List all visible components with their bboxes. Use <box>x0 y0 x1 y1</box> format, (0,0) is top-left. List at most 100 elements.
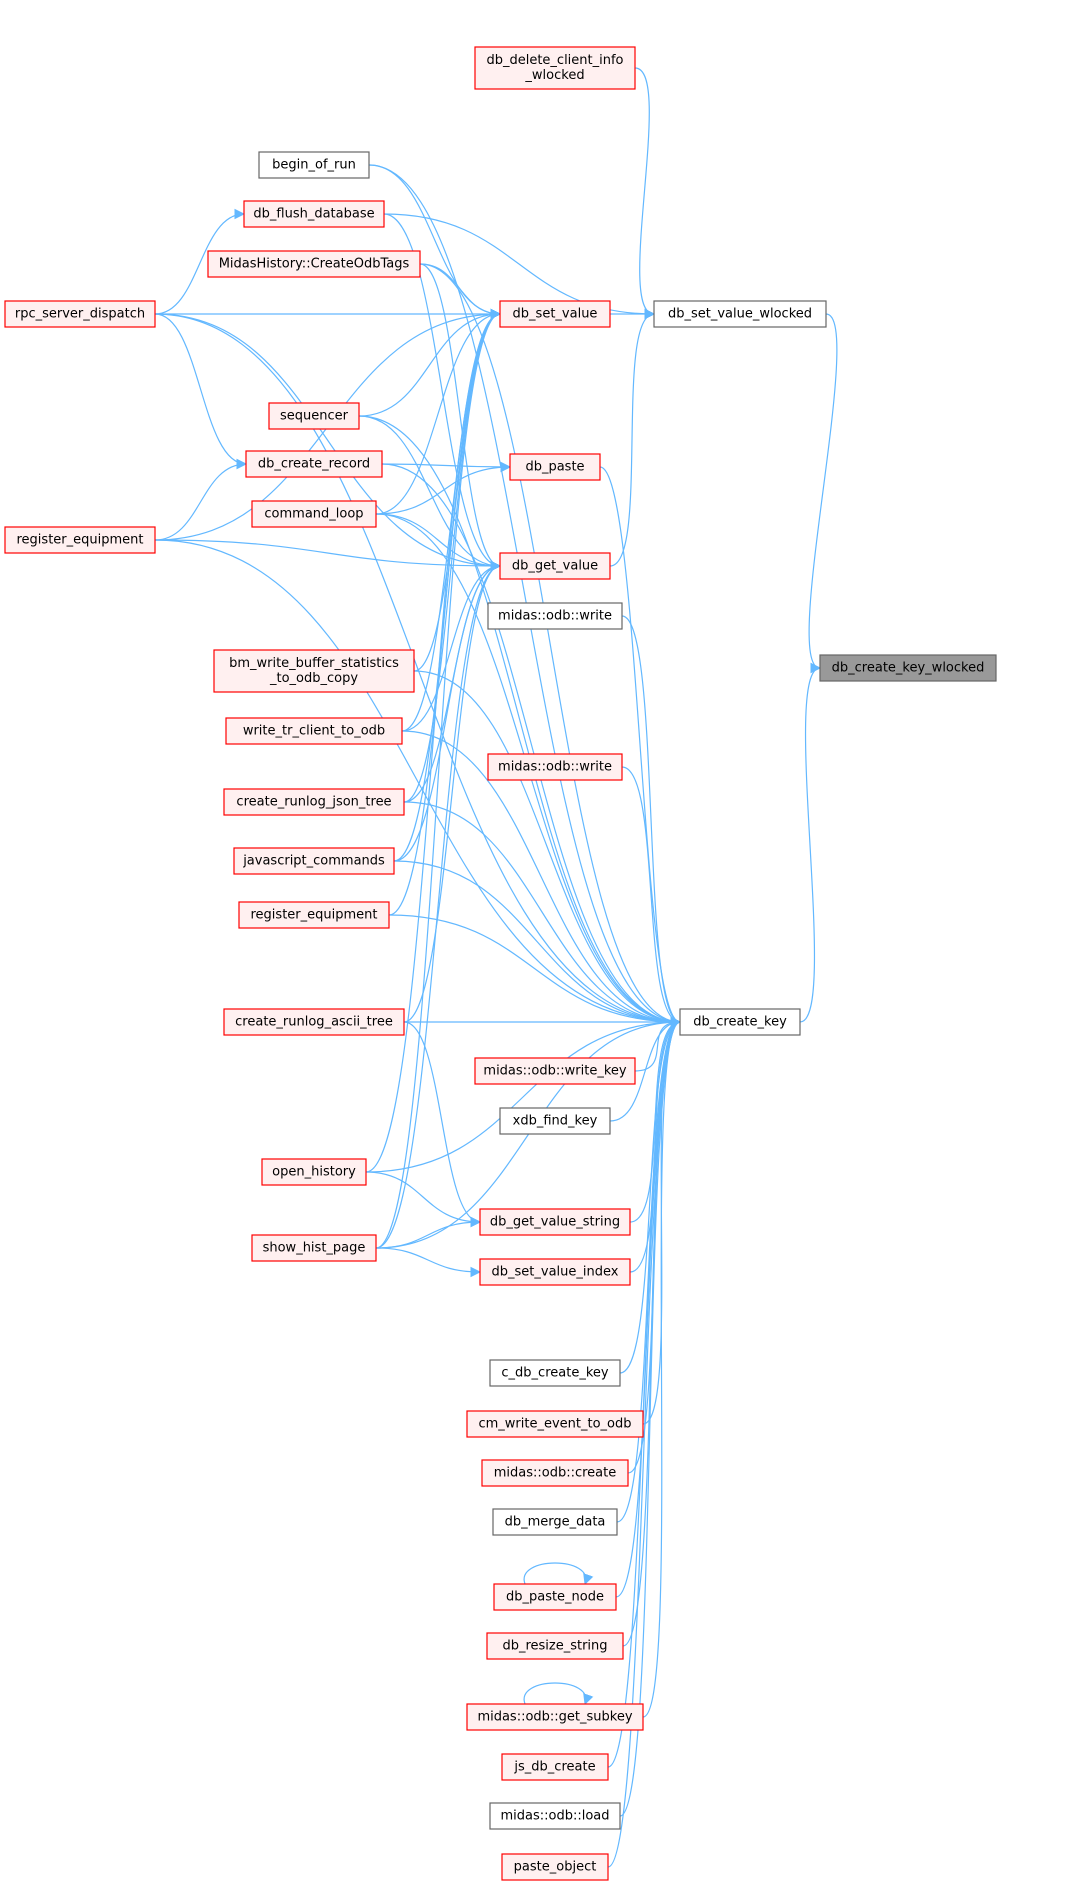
node-box[interactable] <box>679 1008 801 1036</box>
edge-xdb_find_key-to-db_create_key <box>609 1016 682 1122</box>
node-write_tr_client_to_odb[interactable]: write_tr_client_to_odb <box>225 717 403 745</box>
node-midas_odb_create[interactable]: midas::odb::create <box>481 1459 629 1487</box>
node-box[interactable] <box>466 1410 644 1438</box>
node-box[interactable] <box>474 46 636 90</box>
node-db_create_key[interactable]: db_create_key <box>679 1008 801 1036</box>
edge-show_hist_page-to-db_get_value <box>375 560 502 1249</box>
node-box[interactable] <box>493 1583 617 1611</box>
node-db_create_key_wlocked[interactable]: db_create_key_wlocked <box>819 654 997 682</box>
node-db_paste_node[interactable]: db_paste_node <box>493 1583 617 1611</box>
node-label: paste_object <box>514 1860 597 1875</box>
node-box[interactable] <box>4 300 156 328</box>
node-bm_write_buffer_statistics[interactable]: bm_write_buffer_statistics_to_odb_copy <box>213 649 415 693</box>
node-box[interactable] <box>819 654 997 682</box>
edge-rpc_server_dispatch-to-db_create_record <box>154 313 248 470</box>
edge-register_equipment_2-to-db_create_key <box>388 914 682 1028</box>
node-box[interactable] <box>251 1234 377 1262</box>
node-box[interactable] <box>4 526 156 554</box>
node-db_flush_database[interactable]: db_flush_database <box>243 200 385 228</box>
node-box[interactable] <box>261 1158 367 1186</box>
node-javascript_commands[interactable]: javascript_commands <box>233 847 395 875</box>
node-box[interactable] <box>489 1802 621 1830</box>
node-box[interactable] <box>499 1107 611 1135</box>
node-db_merge_data[interactable]: db_merge_data <box>492 1508 618 1536</box>
node-box[interactable] <box>268 402 360 430</box>
node-box[interactable] <box>501 1853 609 1881</box>
node-midas_odb_get_subkey[interactable]: midas::odb::get_subkey <box>466 1703 644 1731</box>
node-label: midas::odb::write <box>498 609 612 624</box>
edge-sequencer-to-db_create_key <box>358 415 682 1028</box>
node-label: midas::odb::create <box>494 1466 617 1481</box>
node-xdb_find_key[interactable]: xdb_find_key <box>499 1107 611 1135</box>
node-box[interactable] <box>481 1459 629 1487</box>
node-midas_odb_load[interactable]: midas::odb::load <box>489 1802 621 1830</box>
node-box[interactable] <box>225 717 403 745</box>
node-midas_odb_write_1[interactable]: midas::odb::write <box>487 602 623 630</box>
node-midas_odb_write_key[interactable]: midas::odb::write_key <box>474 1057 636 1085</box>
node-paste_object[interactable]: paste_object <box>501 1853 609 1881</box>
node-box[interactable] <box>501 1753 609 1781</box>
node-MidasHistory_CreateOdbTags[interactable]: MidasHistory::CreateOdbTags <box>207 250 421 278</box>
node-label: db_merge_data <box>505 1515 606 1530</box>
node-box[interactable] <box>251 500 377 528</box>
edge-MidasHistory_CreateOdbTags-to-db_set_value <box>419 263 502 320</box>
node-db_set_value[interactable]: db_set_value <box>499 300 611 328</box>
node-db_get_value[interactable]: db_get_value <box>499 552 611 580</box>
node-box[interactable] <box>474 1057 636 1085</box>
node-c_db_create_key[interactable]: c_db_create_key <box>489 1359 621 1387</box>
edge-rpc_server_dispatch-to-db_flush_database <box>154 208 246 315</box>
edge-open_history-to-db_get_value_string <box>365 1171 482 1228</box>
node-box[interactable] <box>489 1359 621 1387</box>
node-js_db_create[interactable]: js_db_create <box>501 1753 609 1781</box>
node-db_set_value_index[interactable]: db_set_value_index <box>479 1258 631 1286</box>
node-command_loop[interactable]: command_loop <box>251 500 377 528</box>
node-db_set_value_wlocked[interactable]: db_set_value_wlocked <box>653 300 827 328</box>
node-create_runlog_json_tree[interactable]: create_runlog_json_tree <box>223 788 405 816</box>
node-label: MidasHistory::CreateOdbTags <box>219 257 410 272</box>
node-box[interactable] <box>479 1208 631 1236</box>
node-midas_odb_write_2[interactable]: midas::odb::write <box>487 753 623 781</box>
node-box[interactable] <box>207 250 421 278</box>
node-box[interactable] <box>499 552 611 580</box>
node-db_delete_client_info_wlocked[interactable]: db_delete_client_info_wlocked <box>474 46 636 90</box>
edge-db_delete_client_info_wlocked-to-db_set_value_wlocked <box>634 67 656 320</box>
node-sequencer[interactable]: sequencer <box>268 402 360 430</box>
edge-create_runlog_ascii_tree-to-db_get_value <box>403 560 502 1023</box>
node-register_equipment_2[interactable]: register_equipment <box>238 901 390 929</box>
node-cm_write_event_to_odb[interactable]: cm_write_event_to_odb <box>466 1410 644 1438</box>
node-show_hist_page[interactable]: show_hist_page <box>251 1234 377 1262</box>
node-box[interactable] <box>486 1632 624 1660</box>
node-box[interactable] <box>487 753 623 781</box>
node-box[interactable] <box>499 300 611 328</box>
node-box[interactable] <box>509 453 601 481</box>
node-box[interactable] <box>238 901 390 929</box>
node-db_paste[interactable]: db_paste <box>509 453 601 481</box>
node-box[interactable] <box>653 300 827 328</box>
node-label: create_runlog_json_tree <box>236 795 391 810</box>
node-begin_of_run[interactable]: begin_of_run <box>258 151 370 179</box>
edge-MidasHistory_CreateOdbTags-to-db_create_key <box>419 263 682 1028</box>
node-register_equipment_1[interactable]: register_equipment <box>4 526 156 554</box>
node-box[interactable] <box>258 151 370 179</box>
edge-midas_odb_write_2-to-db_create_key <box>621 766 682 1028</box>
node-db_get_value_string[interactable]: db_get_value_string <box>479 1208 631 1236</box>
nodes-layer: db_create_key_wlocked db_set_value_wlocke… <box>4 46 997 1881</box>
node-db_create_record[interactable]: db_create_record <box>245 450 383 478</box>
node-box[interactable] <box>479 1258 631 1286</box>
node-box[interactable] <box>243 200 385 228</box>
node-box[interactable] <box>213 649 415 693</box>
node-box[interactable] <box>223 788 405 816</box>
node-db_resize_string[interactable]: db_resize_string <box>486 1632 624 1660</box>
node-open_history[interactable]: open_history <box>261 1158 367 1186</box>
node-label: midas::odb::get_subkey <box>477 1710 632 1725</box>
edge-open_history-to-db_create_key <box>365 1016 682 1173</box>
node-box[interactable] <box>466 1703 644 1731</box>
node-box[interactable] <box>223 1008 405 1036</box>
node-create_runlog_ascii_tree[interactable]: create_runlog_ascii_tree <box>223 1008 405 1036</box>
node-box[interactable] <box>233 847 395 875</box>
node-box[interactable] <box>245 450 383 478</box>
node-box[interactable] <box>487 602 623 630</box>
node-rpc_server_dispatch[interactable]: rpc_server_dispatch <box>4 300 156 328</box>
node-box[interactable] <box>492 1508 618 1536</box>
